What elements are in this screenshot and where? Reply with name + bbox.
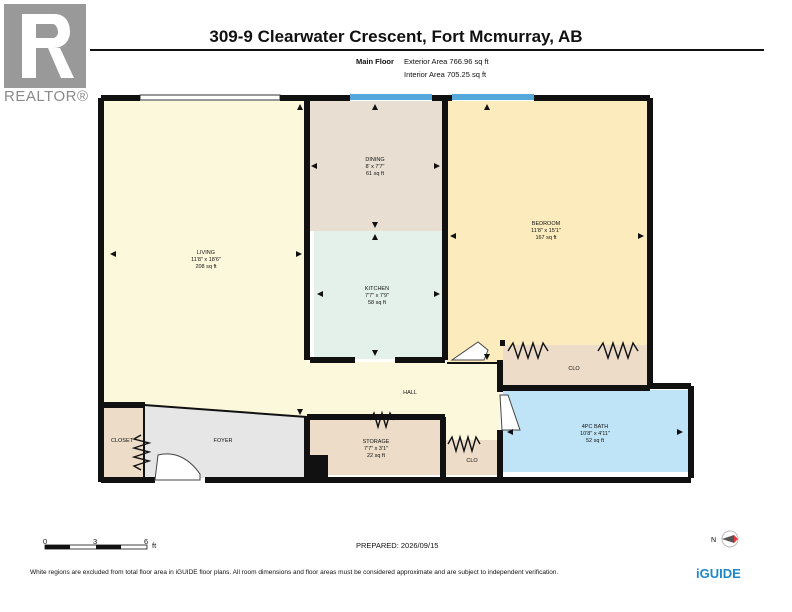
closet-name: CLOSET (111, 438, 134, 444)
footer-disclaimer: White regions are excluded from total fl… (30, 569, 559, 576)
bedroom-fill (447, 101, 647, 363)
foyer-name: FOYER (214, 438, 233, 444)
bedroom-area: 167 sq ft (535, 235, 557, 241)
dining-dims: 8' x 7'7" (365, 164, 384, 170)
closet-fill (104, 405, 144, 478)
exterior-area: Exterior Area 766.96 sq ft (404, 57, 489, 66)
window-bedroom (452, 94, 534, 100)
realtor-logo-icon (4, 4, 86, 88)
scale-unit: ft (152, 541, 157, 550)
bath-dims: 10'8" x 4'11" (580, 431, 610, 437)
page-title: 309-9 Clearwater Crescent, Fort Mcmurray… (209, 27, 583, 46)
storage-area: 22 sq ft (367, 453, 386, 459)
patio-door (139, 94, 281, 101)
title-divider (90, 49, 764, 51)
interior-area: Interior Area 705.25 sq ft (404, 70, 487, 79)
living-area: 208 sq ft (195, 264, 217, 270)
storage-fill (310, 420, 442, 475)
clo-hall-name: CLO (466, 458, 478, 464)
scale-label-0: 0 (43, 537, 48, 546)
dining-name: DINING (365, 157, 384, 163)
compass-label: N (711, 537, 716, 544)
bedroom-dims: 11'8" x 15'1" (531, 228, 561, 234)
bath-name: 4PC BATH (582, 424, 609, 430)
dining-area: 61 sq ft (366, 171, 385, 177)
folding-doors (131, 340, 639, 471)
window-dining (350, 94, 432, 100)
dining-room-fill (307, 101, 443, 231)
prepared-date: PREPARED: 2026/09/15 (356, 541, 439, 550)
storage-dims: 7'7" x 3'1" (364, 446, 388, 452)
walls (98, 95, 694, 483)
bath-area: 52 sq ft (586, 438, 605, 444)
kitchen-dims: 7'7" x 7'9" (365, 293, 389, 299)
realtor-logo-text: REALTOR® (4, 88, 89, 105)
iguide-logo: iGUIDE (696, 566, 741, 581)
wall-corner-block (310, 455, 328, 477)
kitchen-name: KITCHEN (365, 286, 389, 292)
doors (154, 341, 521, 481)
bath-fill (503, 390, 688, 472)
living-room-fill (104, 101, 307, 406)
hall-name: HALL (403, 390, 417, 396)
scale-bar (44, 544, 148, 550)
kitchen-fill (314, 231, 443, 359)
scale-label-6: 6 (144, 537, 149, 546)
dimension-arrows (110, 104, 683, 435)
clo-bedroom-fill (503, 345, 647, 385)
kitchen-area: 58 sq ft (368, 300, 387, 306)
storage-name: STORAGE (363, 439, 390, 445)
clo-bedroom-name: CLO (568, 366, 580, 372)
floor-label: Main Floor (356, 57, 394, 66)
scale-label-3: 3 (93, 537, 98, 546)
living-dims: 11'8" x 18'6" (191, 257, 221, 263)
compass-icon: N (711, 530, 739, 548)
living-name: LIVING (197, 250, 215, 256)
bedroom-name: BEDROOM (532, 221, 561, 227)
